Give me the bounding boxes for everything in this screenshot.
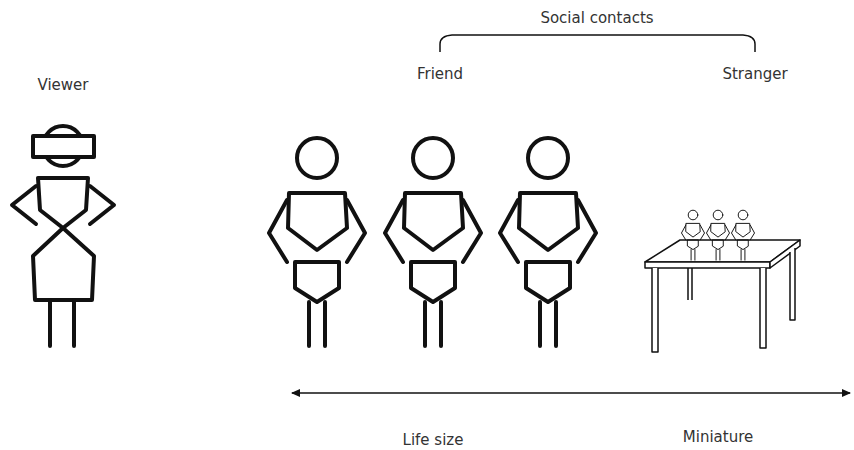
person-figure: [269, 138, 365, 346]
person-figure: [385, 138, 481, 346]
group-label: Social contacts: [540, 9, 653, 27]
miniature-figure: [731, 210, 754, 260]
figure-label: Friend: [417, 65, 463, 83]
bracket: [440, 35, 755, 52]
miniature-figure: [681, 210, 704, 260]
scale-arrow: [292, 392, 850, 394]
scale-label: Life size: [403, 431, 464, 449]
figure-label: Viewer: [38, 76, 89, 94]
figure-label: Stranger: [722, 65, 787, 83]
viewer-figure: [12, 126, 114, 346]
scale-label: Miniature: [683, 428, 753, 446]
table: [645, 240, 800, 352]
miniature-figure: [706, 210, 729, 260]
person-figure: [500, 138, 596, 346]
